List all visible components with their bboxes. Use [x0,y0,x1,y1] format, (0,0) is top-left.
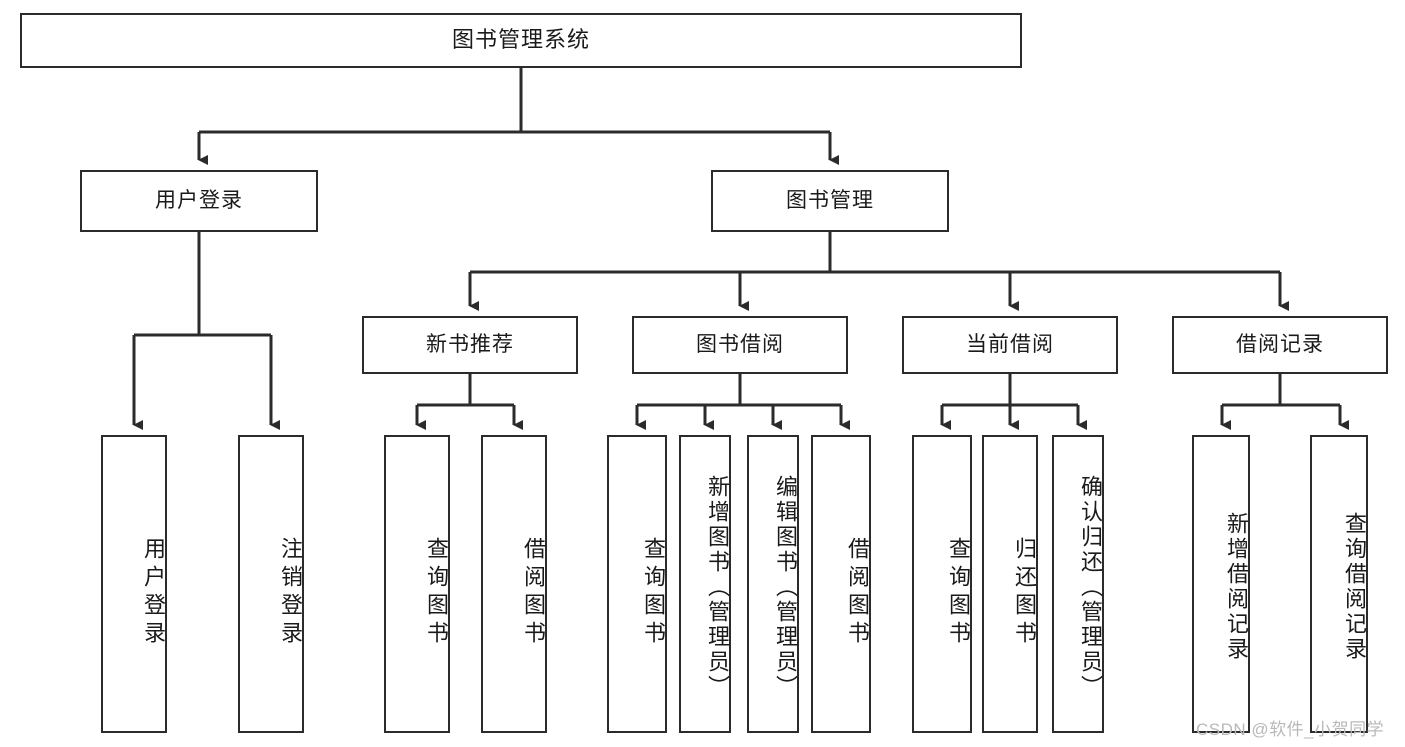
leaf-return-book[interactable]: 归还图书 [982,435,1038,733]
node-label: 查询图书 [641,537,666,649]
leaf-confirm-return-admin[interactable]: 确认归还（管理员） [1052,435,1104,733]
node-borrow-record[interactable]: 借阅记录 [1172,316,1388,374]
node-label: 借阅图书 [845,537,870,649]
leaf-query-borrow-record[interactable]: 查询借阅记录 [1310,435,1368,733]
leaf-add-book-admin[interactable]: 新增图书（管理员） [679,435,731,733]
leaf-borrow-book[interactable]: 借阅图书 [811,435,871,733]
node-root-book-management-system[interactable]: 图书管理系统 [20,13,1022,68]
leaf-query-book-borrow[interactable]: 查询图书 [607,435,667,733]
node-label: 图书管理 [786,189,874,213]
node-new-book-recommend[interactable]: 新书推荐 [362,316,578,374]
node-label: 借阅记录 [1236,333,1324,357]
node-label: 借阅图书 [521,537,546,649]
node-label: 当前借阅 [966,333,1054,357]
node-current-borrow[interactable]: 当前借阅 [902,316,1118,374]
node-label: 查询借阅记录 [1342,512,1367,662]
node-label: 图书借阅 [696,333,784,357]
node-book-borrow[interactable]: 图书借阅 [632,316,848,374]
node-label: 查询图书 [424,537,449,649]
node-label: 编辑图书（管理员） [773,474,798,700]
node-label: 新增图书（管理员） [705,474,730,700]
node-label: 用户登录 [141,537,166,649]
node-user-login[interactable]: 用户登录 [80,170,318,232]
node-book-management[interactable]: 图书管理 [711,170,949,232]
leaf-logout[interactable]: 注销登录 [238,435,304,733]
leaf-user-login[interactable]: 用户登录 [101,435,167,733]
leaf-borrow-book-recommend[interactable]: 借阅图书 [481,435,547,733]
leaf-edit-book-admin[interactable]: 编辑图书（管理员） [747,435,799,733]
node-label: 用户登录 [155,189,243,213]
node-label: 归还图书 [1012,537,1037,649]
node-label: 图书管理系统 [451,27,590,53]
node-label: 注销登录 [278,537,303,649]
node-label: 查询图书 [946,537,971,649]
leaf-query-book-current[interactable]: 查询图书 [912,435,972,733]
watermark-text: CSDN @软件_小贺同学 [1196,720,1385,739]
leaf-add-borrow-record[interactable]: 新增借阅记录 [1192,435,1250,733]
node-label: 新增借阅记录 [1224,512,1249,662]
leaf-query-book-recommend[interactable]: 查询图书 [384,435,450,733]
node-label: 新书推荐 [426,333,514,357]
node-label: 确认归还（管理员） [1078,474,1103,700]
